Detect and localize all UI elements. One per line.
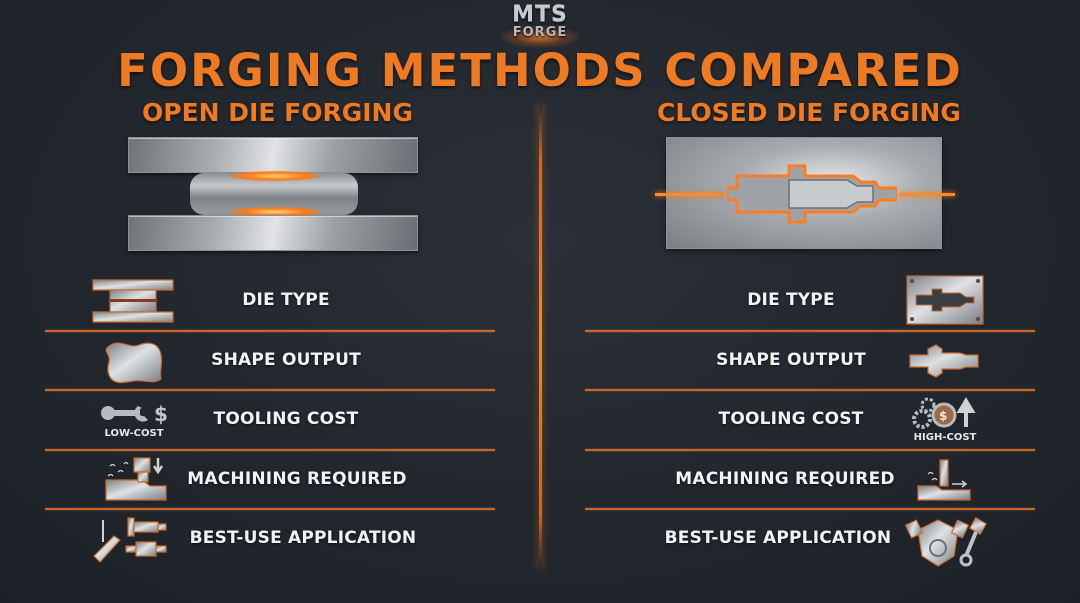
left-row-best-use-application: BEST-USE APPLICATION [189,528,417,548]
high-cost-caption: HIGH-COST [913,432,977,443]
impression-die-icon [906,275,984,325]
irregular-blob-shape-icon [105,342,163,384]
separator [585,389,1035,391]
closed-die-heading: CLOSED DIE FORGING [657,98,961,127]
gears-dollar-up-icon: $ [912,397,976,429]
light-machining-icon [917,459,971,501]
open-die-heading: OPEN DIE FORGING [142,98,413,127]
wrench-dollar-icon: $ [101,402,168,426]
low-cost-caption: LOW-COST [104,428,164,439]
heavy-machining-chips-icon [105,457,167,501]
right-row-die-type: DIE TYPE [747,290,835,310]
left-row-die-type: DIE TYPE [242,290,330,310]
separator [45,508,495,510]
brand-logo: MTS FORGE [490,2,590,48]
right-row-machining-required: MACHINING REQUIRED [675,469,895,489]
engine-piston-icon [904,516,988,567]
separator [45,449,495,451]
left-row-tooling-cost: TOOLING COST [213,409,359,429]
separator [45,389,495,391]
page-title: FORGING METHODS COMPARED [117,44,963,97]
left-row-shape-output: SHAPE OUTPUT [211,350,361,370]
right-row-shape-output: SHAPE OUTPUT [716,350,866,370]
near-net-shape-icon [909,344,979,378]
lower-flat-die [128,215,418,251]
separator [585,330,1035,332]
hot-billet [190,171,358,217]
shafts-beam-icon [93,517,167,563]
closed-die-illustration [655,137,955,249]
flash-right [899,193,955,196]
die-cavity-icon [727,164,897,224]
flat-dies-icon [92,279,174,323]
sparks-glow [500,26,580,48]
separator [585,508,1035,510]
svg-text:$: $ [939,409,947,423]
flash-left [655,193,725,196]
right-row-best-use-application: BEST-USE APPLICATION [664,528,892,548]
open-die-illustration [128,137,418,251]
svg-text:$: $ [154,402,168,426]
separator [45,330,495,332]
logo-line-2: FORGE [512,25,568,40]
left-row-machining-required: MACHINING REQUIRED [187,469,407,489]
separator [585,449,1035,451]
center-divider [539,103,542,570]
upper-flat-die [128,137,418,173]
right-row-tooling-cost: TOOLING COST [718,409,864,429]
logo-line-1: MTS [512,2,568,27]
